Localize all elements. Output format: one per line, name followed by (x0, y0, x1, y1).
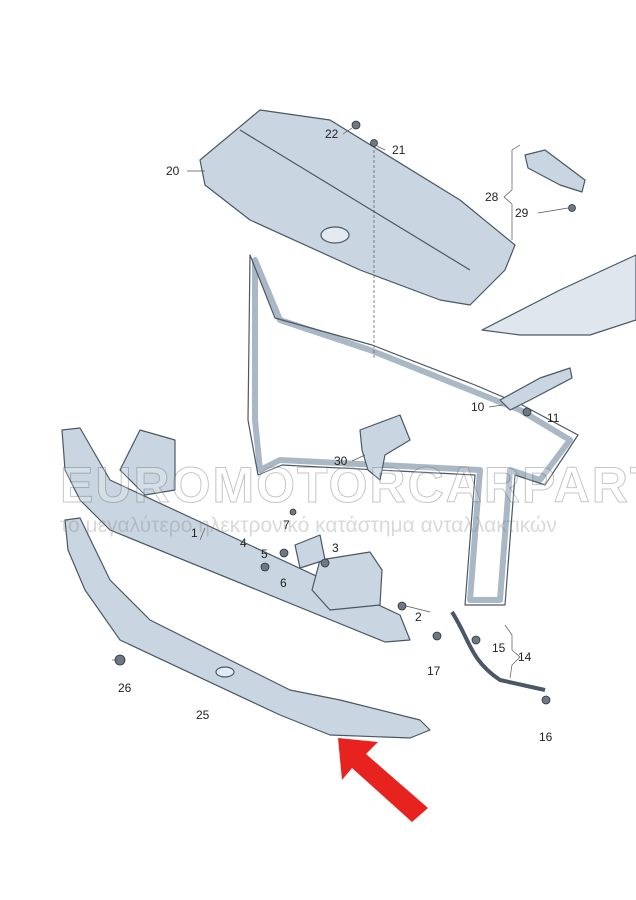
part-20-ribs (239, 129, 471, 271)
screw-29 (568, 204, 576, 212)
label-part-6: 6 (280, 576, 287, 590)
highlight-arrow (338, 738, 428, 822)
leader-lines (112, 127, 569, 679)
label-part-4: 4 (240, 536, 247, 550)
screw-17 (432, 631, 442, 641)
label-part-10: 10 (471, 400, 485, 414)
watermark-title: EUROMOTORCARPARTS.GR (60, 457, 636, 514)
part-25-absorber (64, 517, 431, 739)
label-part-7: 7 (283, 518, 290, 532)
screw-3 (320, 558, 330, 568)
label-part-29: 29 (515, 206, 529, 220)
screw-2 (397, 601, 407, 611)
label-part-16: 16 (539, 730, 553, 744)
screw-22 (351, 120, 361, 130)
label-part-26: 26 (118, 681, 132, 695)
label-part-1: 1 (191, 526, 198, 540)
label-part-3: 3 (332, 541, 339, 555)
label-part-5: 5 (261, 547, 268, 561)
label-part-28: 28 (485, 190, 499, 204)
label-part-21: 21 (392, 143, 406, 157)
label-part-25: 25 (196, 708, 210, 722)
label-part-20: 20 (166, 164, 180, 178)
nut-5 (279, 548, 289, 558)
label-part-2: 2 (415, 610, 422, 624)
nut-11 (522, 407, 532, 417)
label-part-14: 14 (518, 650, 532, 664)
part-25-hole (215, 666, 235, 678)
part-10-bracket (499, 367, 573, 411)
part-30-lock (359, 414, 411, 481)
part-20-hole (320, 226, 350, 244)
lock-carrier-frame-outline (247, 254, 579, 606)
watermark-subtitle: το μεγαλύτερο ηλεκτρονικό κατάστημα αντα… (60, 514, 557, 537)
lock-carrier-frame (252, 257, 573, 603)
label-part-22: 22 (325, 127, 339, 141)
part-14-cable (450, 610, 546, 692)
part-1-crash-box-right (311, 551, 383, 611)
label-part-17: 17 (427, 664, 441, 678)
screw-21 (370, 139, 378, 147)
part-28-bracket (524, 149, 586, 193)
fender (481, 254, 636, 336)
part-1-crash-box-left (119, 429, 176, 496)
label-part-11: 11 (547, 411, 560, 425)
label-part-15: 15 (492, 641, 506, 655)
screw-7 (289, 508, 297, 516)
nut-15 (471, 635, 481, 645)
label-part-30: 30 (334, 454, 348, 468)
screw-16 (541, 695, 551, 705)
part-20-cover (199, 109, 516, 306)
screw-6 (260, 562, 270, 572)
